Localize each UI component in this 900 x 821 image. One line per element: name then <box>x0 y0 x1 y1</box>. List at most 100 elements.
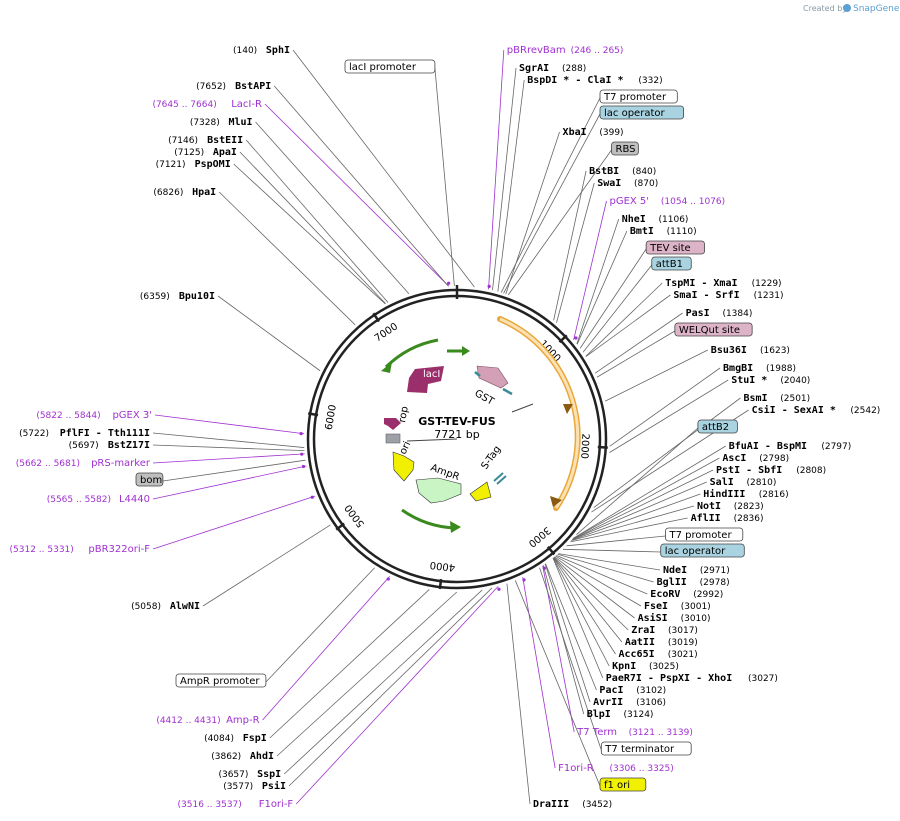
tick-label: 4000 <box>429 559 456 573</box>
label-box <box>599 105 684 120</box>
site-name: PstI - SbfI <box>716 465 782 476</box>
site-position: (2798) <box>759 454 789 464</box>
primer-name: pBR322ori-F <box>88 544 150 555</box>
site-name: Acc65I <box>619 649 655 660</box>
site-position: (7328) <box>190 118 220 128</box>
tick-mark <box>335 522 345 531</box>
tick-mark <box>597 445 608 449</box>
direction-arrow-bottom <box>401 508 456 530</box>
site-name: Bpu10I <box>179 291 215 302</box>
leader-line <box>596 330 676 378</box>
feature-label-s-tag: S-Tag <box>479 444 503 472</box>
site-label: ApaI(7125) <box>174 147 237 158</box>
leader-line <box>585 294 671 357</box>
site-position: (2501) <box>780 394 810 404</box>
primer-site-marker <box>301 464 306 469</box>
leader-line <box>544 563 591 703</box>
site-name: PspOMI <box>195 159 231 170</box>
leader-line <box>497 79 525 292</box>
leader-line <box>593 397 741 508</box>
site-label: BglII(2978) <box>657 577 730 588</box>
plasmid-length: 7721 bp <box>434 428 479 441</box>
site-name: AlwNI <box>170 601 200 612</box>
leader-line <box>152 444 305 452</box>
site-label: NheI(1106) <box>622 214 689 225</box>
site-name: BsmI <box>743 393 767 404</box>
site-position: (2810) <box>746 478 776 488</box>
site-label: PaeR7I - PspXI - XhoI(3027) <box>606 673 778 684</box>
primer-position: (5822 .. 5844) <box>36 411 100 421</box>
tick-mark <box>546 546 556 556</box>
leader-line <box>553 557 629 631</box>
primer-name: T7 Term <box>576 727 617 738</box>
site-name: SwaI <box>597 178 621 189</box>
site-label: BlpI(3124) <box>587 709 654 720</box>
site-name: HpaI <box>192 187 216 198</box>
box-label-text: lac operator <box>604 108 665 119</box>
site-label: AsiSI(3010) <box>638 612 711 624</box>
primer-position: (3306 .. 3325) <box>609 764 673 774</box>
leader-line <box>571 493 701 541</box>
site-position: (2542) <box>850 406 880 416</box>
site-position: (5722) <box>19 429 49 439</box>
leader-line <box>292 49 475 288</box>
leader-line <box>539 567 602 751</box>
site-position: (3027) <box>748 674 778 684</box>
leader-line <box>276 591 458 757</box>
site-name: BglII <box>657 577 687 588</box>
leader-line <box>283 589 483 775</box>
site-name: MluI <box>228 117 252 128</box>
arc-arrowhead-icon <box>563 404 573 414</box>
primer-label: pBRrevBam(246 .. 265) <box>507 45 624 56</box>
site-position: (1988) <box>766 364 796 374</box>
site-position: (4084) <box>204 734 234 744</box>
site-position: (3577) <box>223 782 253 792</box>
site-position: (3657) <box>218 770 248 780</box>
site-position: (3021) <box>668 650 698 660</box>
leader-line <box>594 312 683 374</box>
tick-label: 3000 <box>526 524 553 549</box>
box-label-text: lacI promoter <box>349 62 417 73</box>
site-label: AvrII(3106) <box>593 697 666 708</box>
site-position: (140) <box>233 46 257 56</box>
box-label: T7 promoter <box>665 527 744 542</box>
leader-line <box>506 583 531 805</box>
primer-label: pGEX 3'(5822 .. 5844) <box>36 410 152 421</box>
leader-line <box>152 495 316 550</box>
leader-line <box>217 295 321 372</box>
site-label: PstI - SbfI(2808) <box>716 465 826 476</box>
label-box <box>697 419 738 434</box>
site-name: AscI <box>722 453 746 464</box>
site-name: AhdI <box>250 751 274 762</box>
label-box <box>665 527 744 542</box>
site-position: (3010) <box>681 614 711 624</box>
site-position: (870) <box>634 179 658 189</box>
box-label: lac operator <box>599 105 684 120</box>
box-label: AmpR promoter <box>175 673 267 688</box>
box-label-text: lac operator <box>665 546 726 557</box>
site-label: FspI(4084) <box>204 733 267 744</box>
site-name: BstBI <box>589 166 619 177</box>
label-box <box>674 322 753 337</box>
leader-line <box>609 379 729 453</box>
primer-position: (1054 .. 1076) <box>661 197 725 207</box>
feature-ori: ori <box>392 440 415 482</box>
box-label: T7 terminator <box>600 741 692 756</box>
feature-gst: GST <box>473 365 513 408</box>
tick-mark <box>307 412 319 417</box>
leader-line <box>570 517 688 543</box>
site-label: Acc65I (3021) <box>619 649 698 660</box>
s-tag-shape <box>469 481 492 502</box>
site-position: (3102) <box>636 686 666 696</box>
arrowhead-icon <box>381 362 392 373</box>
feature-label-ori: ori <box>398 440 413 456</box>
primer-site-marker <box>310 495 314 499</box>
site-label: SgrAI(288) <box>519 63 586 74</box>
site-label: PflFI - Tth111I(5722) <box>19 428 150 439</box>
leader-line <box>152 453 305 464</box>
site-name: KpnI <box>612 661 636 672</box>
site-position: (332) <box>638 76 662 86</box>
site-position: (3019) <box>668 638 698 648</box>
box-label-text: AmpR promoter <box>180 676 260 687</box>
site-position: (5697) <box>69 441 99 451</box>
